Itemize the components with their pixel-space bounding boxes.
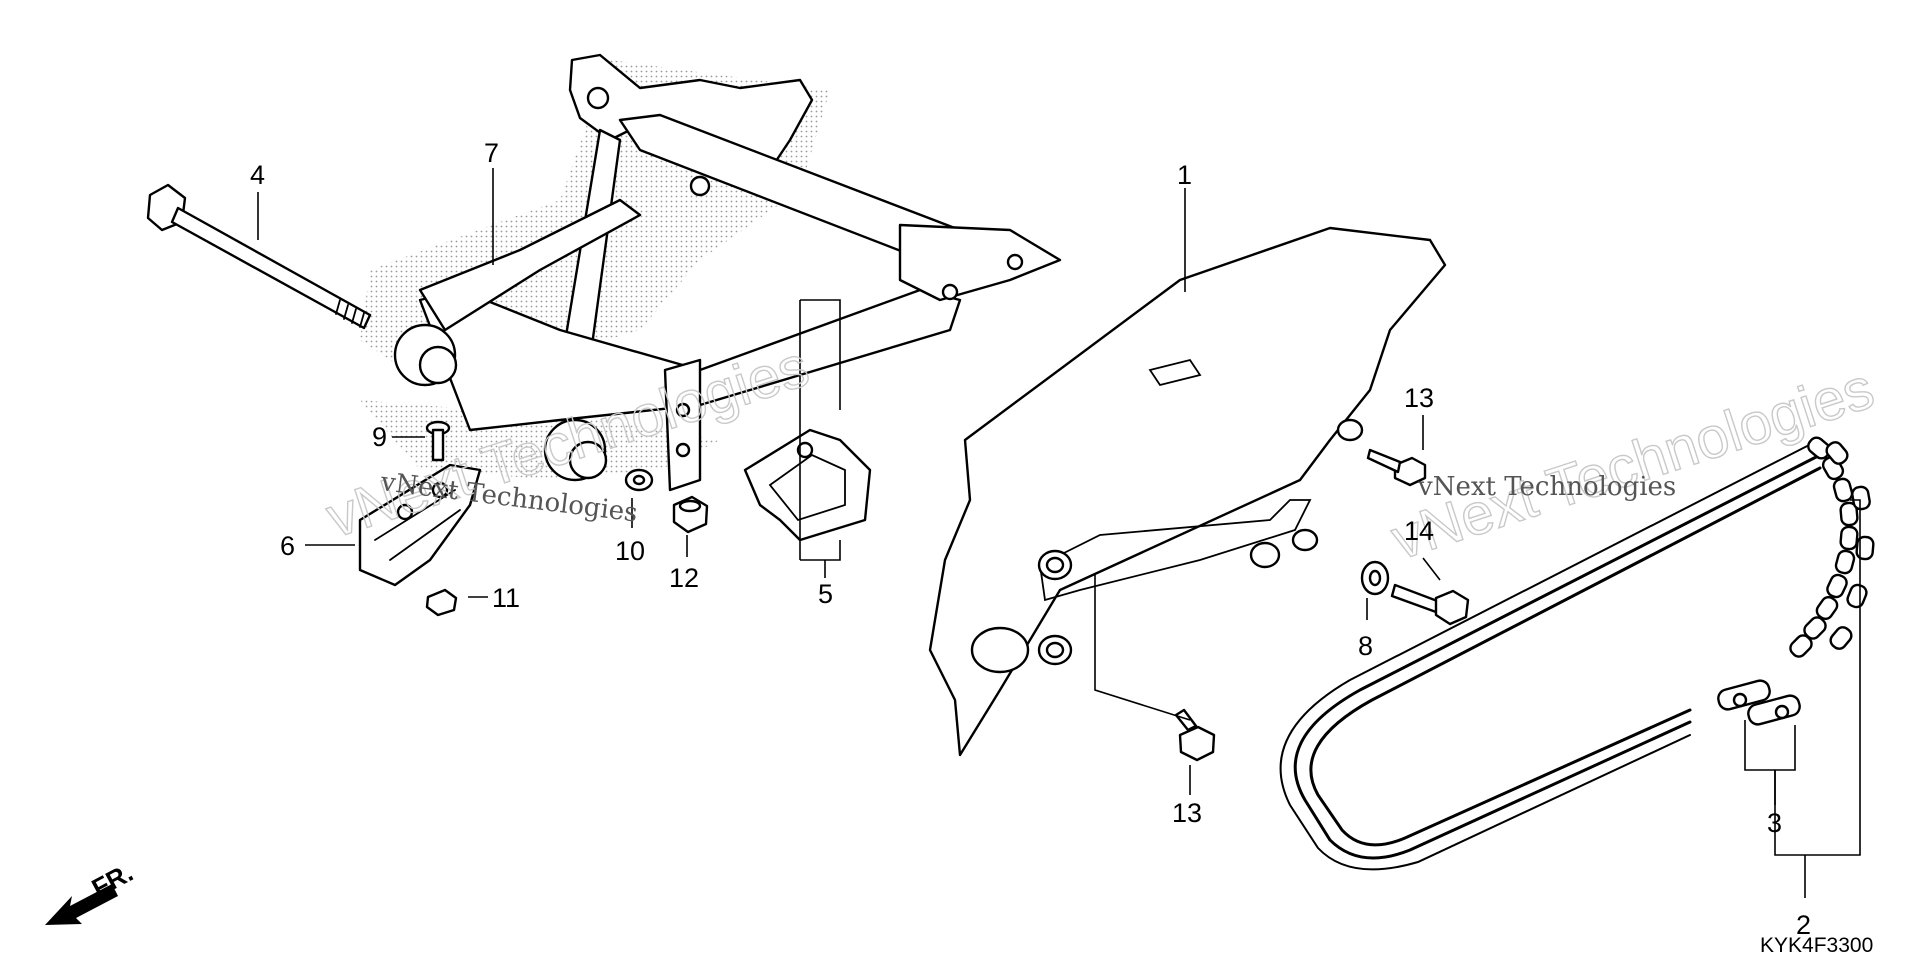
callout-13-lower: 13 [1172, 798, 1202, 828]
callout-1: 1 [1177, 160, 1192, 190]
washer-8-part [1360, 560, 1390, 596]
washer-10-part [624, 468, 654, 492]
swingarm-part [393, 53, 1062, 492]
bolt-14-part [1390, 583, 1470, 626]
callout-11: 11 [492, 583, 520, 613]
watermark-large-right: vNext Technologies [1384, 355, 1881, 572]
callout-6: 6 [280, 531, 295, 561]
callout-12: 12 [669, 563, 699, 593]
nut-12-part [672, 495, 709, 534]
callout-10: 10 [615, 536, 645, 566]
callout-5: 5 [818, 579, 833, 609]
front-direction: FR. [45, 857, 138, 925]
bolt-13-lower-part [1174, 708, 1216, 762]
bolt-9-part [425, 420, 451, 462]
callout-3: 3 [1767, 808, 1782, 838]
chain-guide-part [743, 428, 872, 542]
chain-links [1789, 436, 1875, 658]
bolt-13-upper-part [1366, 448, 1427, 487]
front-arrow-icon [45, 884, 118, 925]
pivot-bolt-part [146, 183, 372, 330]
diagram-code: KYK4F3300 [1760, 934, 1873, 957]
drive-chain-part [1279, 436, 1875, 871]
callout-9: 9 [372, 422, 387, 452]
leader-lines [257, 168, 1861, 898]
master-link-part [1717, 679, 1801, 726]
callout-14: 14 [1404, 516, 1434, 546]
callout-13-upper: 13 [1404, 383, 1434, 413]
watermark-small-right: vNext Technologies [1417, 472, 1676, 502]
nut-11-part [425, 588, 458, 617]
callout-4: 4 [250, 160, 265, 190]
chain-case-part [928, 226, 1447, 757]
callout-8: 8 [1358, 631, 1373, 661]
callout-labels: 1 2 3 4 5 6 7 8 9 10 11 12 13 13 14 [250, 138, 1811, 940]
chain-slider-part [358, 463, 482, 587]
callout-2: 2 [1796, 910, 1811, 940]
callout-7: 7 [484, 138, 499, 168]
